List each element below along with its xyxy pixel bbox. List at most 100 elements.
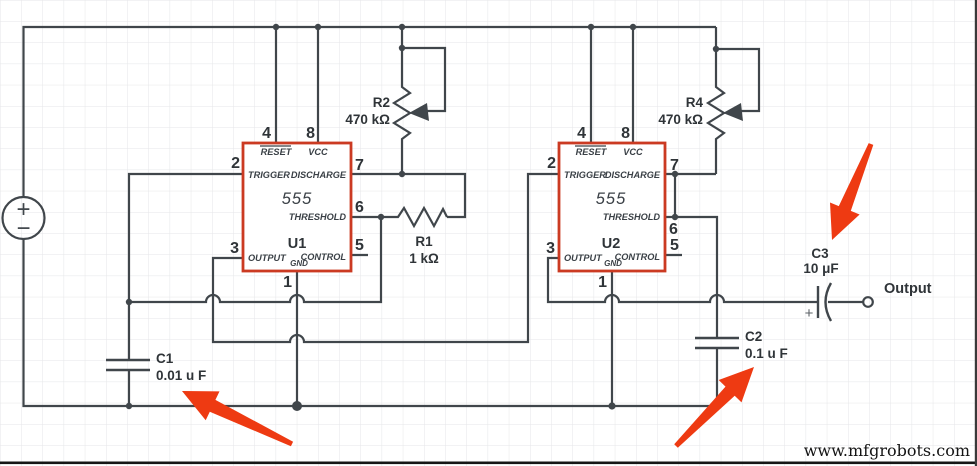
u2-pin-number-discharge: 7: [670, 157, 679, 174]
junction-dot: [712, 45, 720, 53]
wires: [22, 25, 863, 408]
u1-pin-number-control: 5: [355, 237, 364, 254]
junction-dot: [671, 170, 679, 178]
u2-ref-label: U2: [602, 236, 621, 252]
r2-ref-label: R2: [373, 95, 390, 110]
output-terminal: Output: [862, 281, 932, 308]
potentiometer-r4: R4 470 kΩ: [658, 27, 761, 174]
junction-dot: [377, 213, 385, 221]
junction-dot: [398, 44, 406, 52]
u1-pin-number-vcc: 8: [306, 125, 315, 142]
u1-pin-label-threshold: THRESHOLD: [289, 212, 347, 222]
annotation-arrows: [182, 143, 874, 448]
u2-pin-number-trigger: 2: [547, 155, 556, 172]
r1-value-label: 1 kΩ: [409, 251, 439, 266]
ic-u1-555: RESET VCC TRIGGER DISCHARGE 555 THRESHOL…: [230, 125, 364, 291]
u2-pin-number-threshold: 6: [669, 221, 678, 238]
u1-pin-label-trigger: TRIGGER: [248, 170, 290, 180]
c2-ref-label: C2: [745, 329, 762, 344]
voltage-source-minus: −: [16, 215, 30, 242]
r1-resistor-wire: [351, 205, 448, 229]
u1-pin-number-reset: 4: [262, 125, 271, 142]
junction-dot: [587, 23, 595, 31]
r4-ref-label: R4: [686, 95, 704, 110]
u1-pin-number-threshold: 6: [355, 199, 364, 216]
u2-threshold-to-c2-wire: [665, 215, 719, 338]
junction-dot: [629, 23, 637, 31]
u1-threshold-junction-wire: [129, 217, 383, 304]
capacitor-c1: C1 0.01 u F: [106, 351, 206, 383]
voltage-source: + −: [1, 195, 46, 242]
watermark: www.mfgrobots.com: [804, 441, 970, 460]
voltage-source-circle: [1, 195, 46, 241]
u2-pin-number-reset: 4: [577, 125, 586, 142]
u1-pin-label-reset: RESET: [261, 147, 293, 157]
u2-pin-number-vcc: 8: [621, 125, 630, 142]
u1-pin-number-gnd: 1: [283, 274, 292, 291]
r2-value-label: 470 kΩ: [345, 112, 390, 127]
resistor-r1: R1 1 kΩ: [351, 205, 448, 266]
ground-rail-wire: [22, 239, 717, 408]
u2-output-wire: [546, 256, 818, 304]
c3-polarity-plus: +: [805, 305, 814, 322]
u1-pin-label-output: OUTPUT: [248, 253, 287, 263]
r2-wiper-wire: [402, 46, 447, 113]
output-terminal-circle: [862, 296, 874, 308]
capacitor-c2: C2 0.1 u F: [695, 329, 788, 361]
u2-pin-label-control: CONTROL: [615, 252, 661, 262]
r2-wiper-arrowhead: [409, 103, 429, 121]
u1-ref-label: U1: [288, 236, 307, 252]
r1-ref-label: R1: [415, 234, 433, 249]
right-border-line: [974, 0, 977, 466]
u2-pin-label-gnd: GND: [604, 259, 622, 268]
bottom-border-line: [0, 461, 977, 465]
voltage-source-plus: +: [16, 196, 30, 223]
r4-wiper-wire: [716, 47, 761, 113]
u2-pin-label-threshold: THRESHOLD: [603, 212, 661, 222]
u1-pin-number-discharge: 7: [355, 157, 364, 174]
u1-part-label: 555: [282, 190, 313, 208]
ic-u2-555: RESET VCC TRIGGER DISCHARGE 555 THRESHOL…: [546, 125, 679, 291]
junction-dots: [125, 23, 720, 411]
r4-value-label: 470 kΩ: [658, 112, 703, 127]
junction-dot-large: [292, 401, 302, 411]
potentiometer-r2: R2 470 kΩ: [345, 27, 447, 174]
u2-part-label: 555: [596, 190, 627, 208]
c3-ref-label: C3: [811, 246, 829, 261]
c1-value-label: 0.01 u F: [156, 368, 206, 383]
annotation-arrow-c2: [674, 367, 754, 448]
u1-discharge-wire: [351, 172, 467, 219]
junction-dot: [398, 23, 406, 31]
u1-pin-label-discharge: DISCHARGE: [291, 170, 347, 180]
junction-dot: [608, 402, 616, 410]
junction-dot: [125, 298, 133, 306]
u1-pin-label-vcc: VCC: [308, 147, 328, 157]
junction-dot: [671, 213, 679, 221]
junction-dot: [272, 23, 280, 31]
c3-curved-plate: [824, 282, 833, 322]
u1-pin-label-control: CONTROL: [301, 252, 347, 262]
u2-body: [557, 141, 667, 273]
annotation-arrow-c3: [830, 143, 874, 240]
top-power-rail-wire: [22, 25, 716, 197]
u2-pin-number-output: 3: [546, 240, 555, 257]
junction-dot: [398, 170, 406, 178]
c1-ref-label: C1: [156, 351, 174, 366]
u2-pin-number-control: 5: [670, 237, 679, 254]
c3-value-label: 10 μF: [803, 261, 838, 276]
u1-pin-number-trigger: 2: [231, 155, 240, 172]
u2-pin-label-trigger: TRIGGER: [564, 170, 606, 180]
u1-body: [241, 141, 353, 273]
u2-pin-label-reset: RESET: [576, 147, 608, 157]
u1-trigger-wire: [127, 172, 243, 360]
u1-pin-label-gnd: GND: [290, 259, 308, 268]
r4-wiper-arrowhead: [723, 103, 743, 121]
u1-pin-number-output: 3: [230, 240, 239, 257]
u2-pin-label-discharge: DISCHARGE: [605, 170, 661, 180]
junction-dot: [125, 402, 133, 410]
c2-value-label: 0.1 u F: [745, 346, 788, 361]
junction-dot: [314, 23, 322, 31]
